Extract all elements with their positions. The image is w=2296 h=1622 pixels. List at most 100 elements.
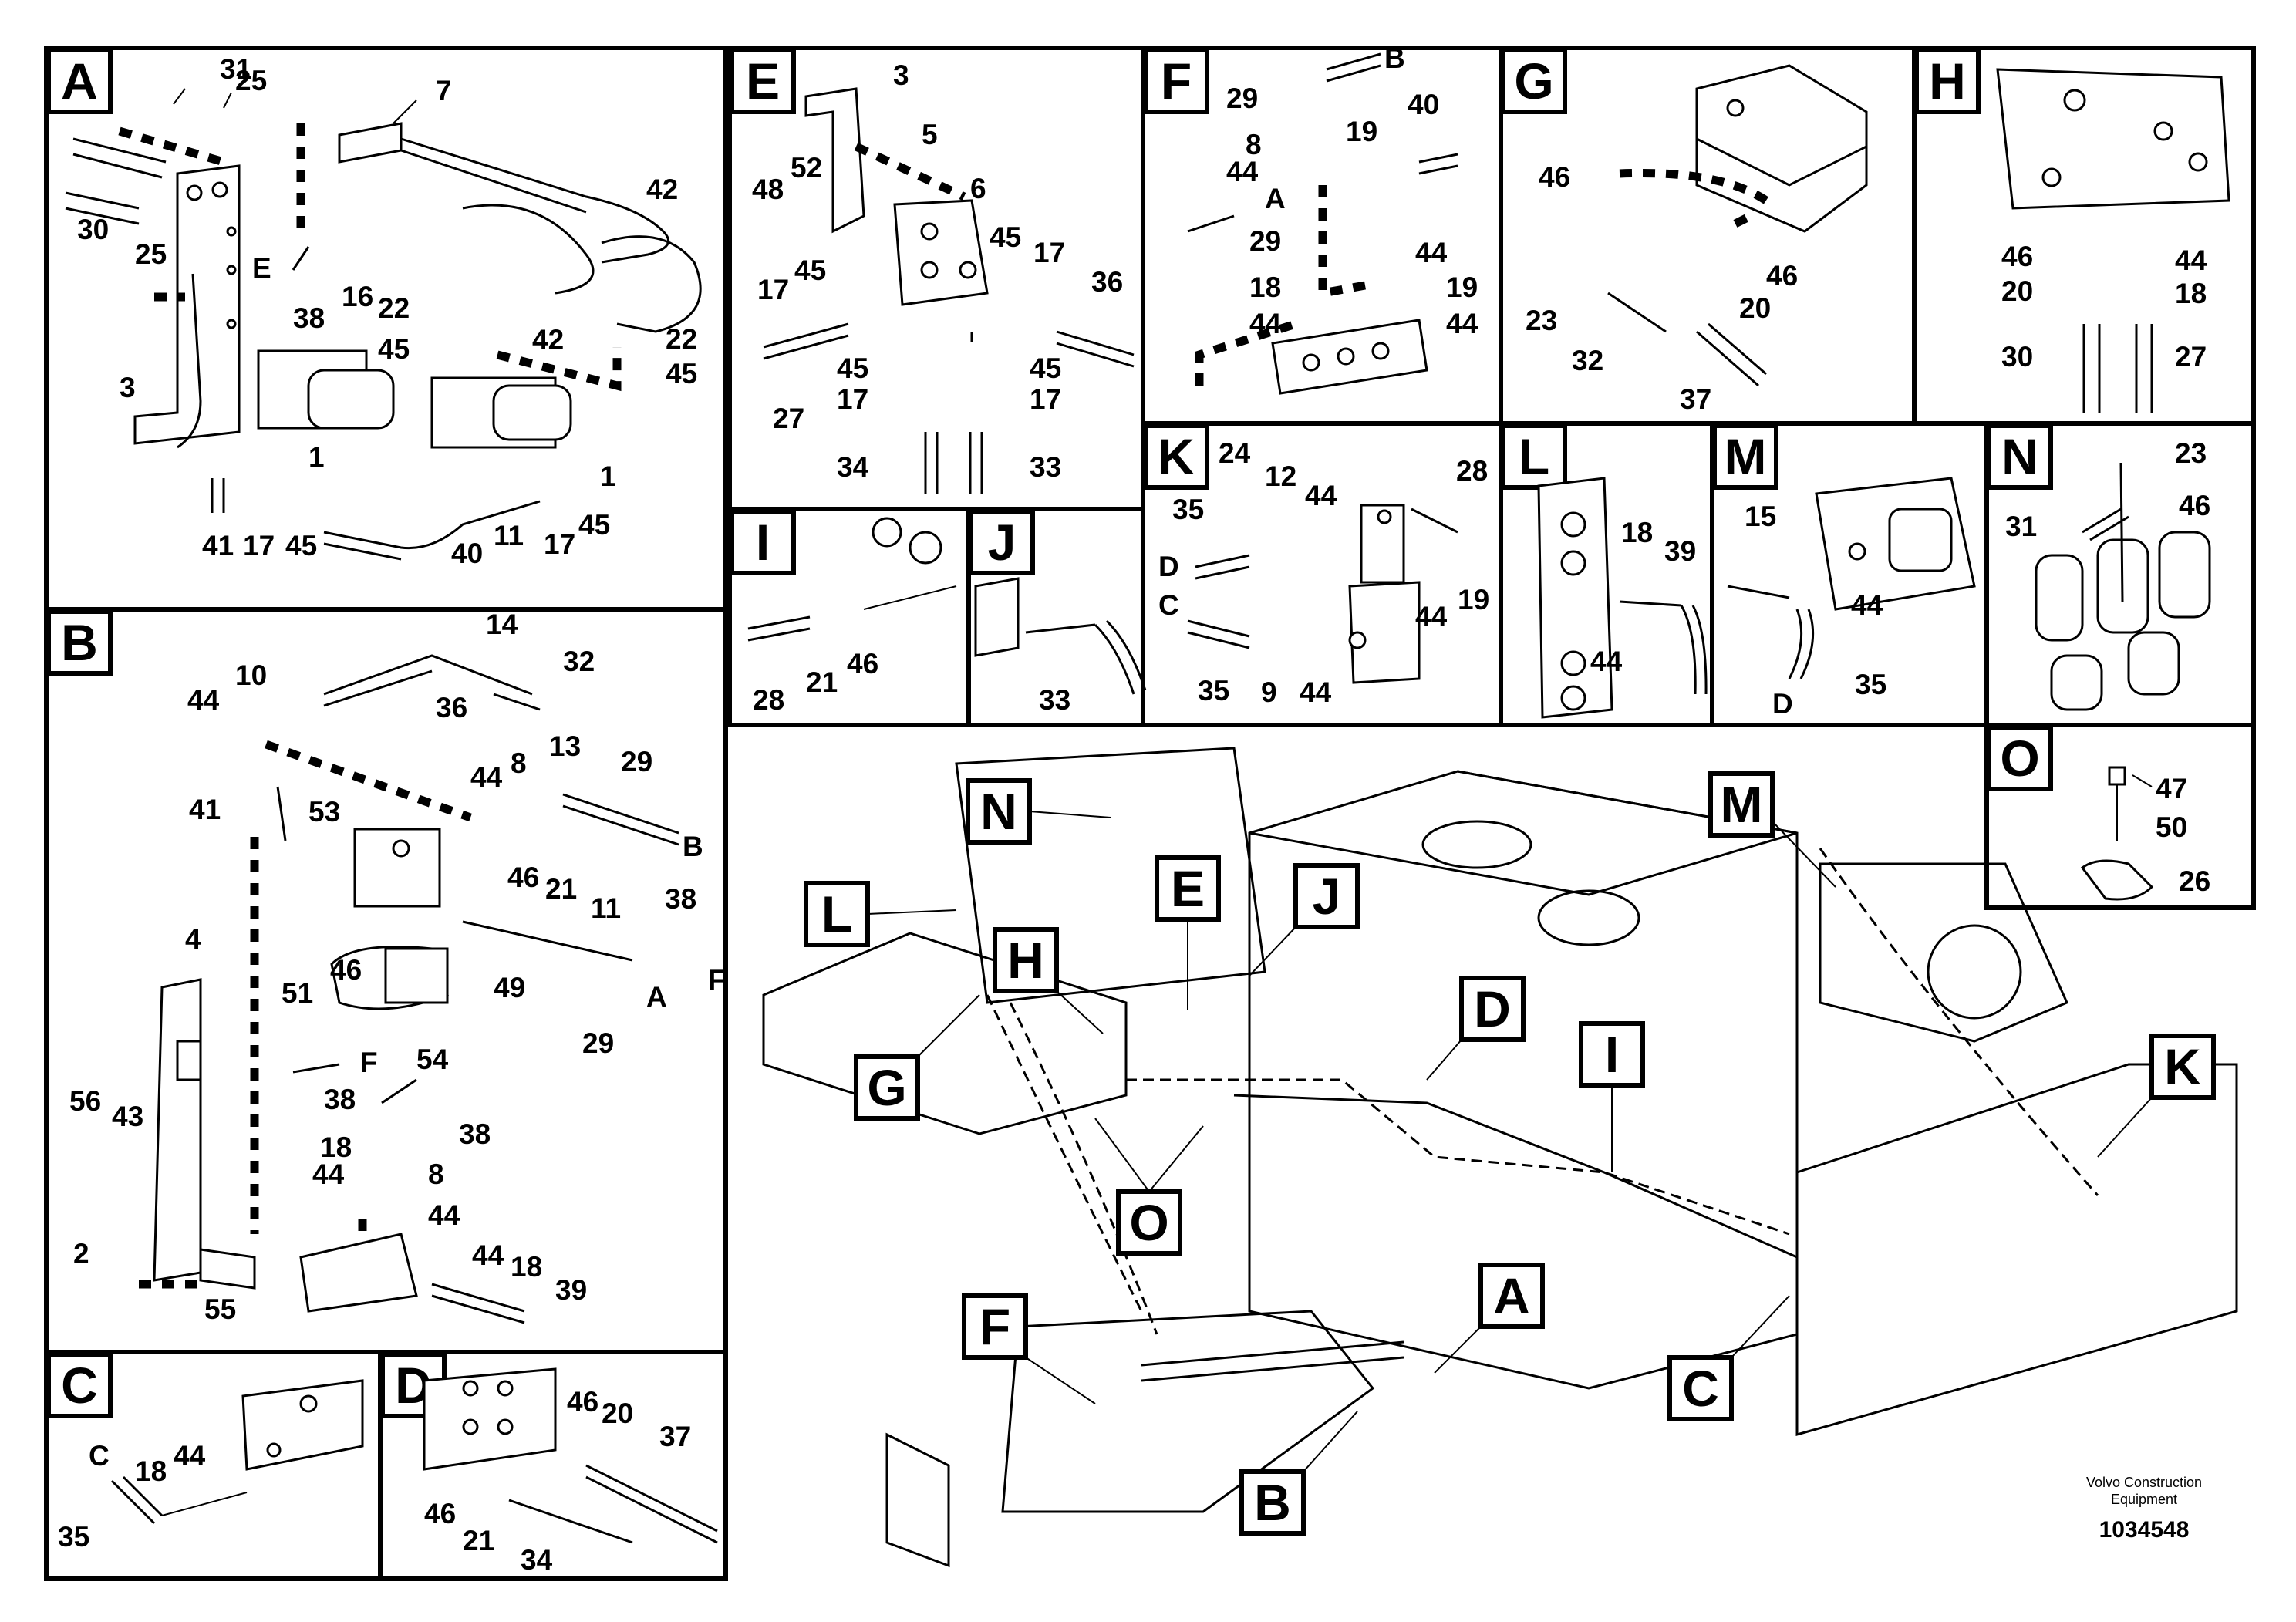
svg-text:K: K	[2164, 1038, 2201, 1095]
svg-text:O: O	[2000, 730, 2039, 787]
svg-text:22: 22	[666, 323, 697, 355]
panel-i-tag: I	[730, 509, 796, 575]
panel-k-labels: 24 28 35 12 44 D 19 44 C 35 9 44	[1158, 437, 1489, 708]
svg-text:19: 19	[1458, 584, 1489, 615]
svg-text:44: 44	[1590, 646, 1623, 677]
panel-o-tag: O	[1987, 725, 2053, 791]
svg-text:44: 44	[174, 1440, 206, 1472]
svg-text:29: 29	[1226, 83, 1258, 114]
svg-text:37: 37	[1680, 383, 1711, 415]
svg-text:20: 20	[1739, 292, 1771, 324]
svg-text:1: 1	[600, 460, 616, 492]
svg-text:21: 21	[806, 666, 838, 698]
svg-text:15: 15	[1745, 501, 1776, 532]
svg-text:34: 34	[521, 1544, 553, 1576]
panel-n-labels: 23 31 46	[2005, 437, 2210, 542]
panel-c-tag: C	[46, 1352, 113, 1418]
svg-text:12: 12	[1265, 460, 1296, 492]
svg-text:27: 27	[2175, 341, 2207, 373]
svg-text:51: 51	[282, 977, 313, 1009]
svg-text:45: 45	[990, 221, 1021, 253]
svg-text:47: 47	[2156, 773, 2187, 804]
svg-text:H: H	[1929, 52, 1966, 110]
svg-text:46: 46	[1766, 260, 1798, 292]
panel-i-labels: 28 21 46	[753, 648, 878, 716]
svg-text:30: 30	[2001, 341, 2033, 373]
svg-text:11: 11	[494, 520, 524, 551]
svg-text:21: 21	[463, 1525, 494, 1556]
callout-i: I	[1579, 1021, 1645, 1172]
svg-text:56: 56	[69, 1085, 101, 1117]
svg-text:A: A	[1493, 1267, 1530, 1324]
svg-text:45: 45	[666, 358, 697, 389]
svg-text:28: 28	[753, 684, 784, 716]
svg-text:45: 45	[1030, 352, 1061, 384]
panel-b-tag: B	[46, 609, 113, 676]
panel-f-tag: F	[1143, 48, 1209, 114]
svg-text:M: M	[1721, 776, 1763, 833]
drawing-number: 1034548	[2099, 1517, 2190, 1543]
svg-text:32: 32	[1572, 345, 1603, 376]
callout-k: K	[2097, 1034, 2216, 1158]
svg-text:44: 44	[312, 1158, 345, 1190]
publisher-name-line2: Equipment	[2111, 1492, 2177, 1507]
svg-text:J: J	[988, 514, 1017, 571]
svg-text:21: 21	[545, 873, 577, 905]
drawing-credit: Volvo Construction Equipment 1034548	[2086, 1475, 2202, 1543]
panel-d-labels: 46 20 37 46 21 34	[424, 1386, 691, 1576]
svg-text:J: J	[1313, 868, 1341, 925]
svg-text:35: 35	[1855, 669, 1886, 700]
svg-text:17: 17	[757, 274, 789, 305]
svg-text:44: 44	[1300, 676, 1332, 708]
panel-o-drawing	[2080, 766, 2154, 901]
callout-d: D	[1426, 976, 1526, 1081]
callout-c: C	[1667, 1295, 1790, 1421]
svg-text:N: N	[980, 783, 1017, 840]
panel-e-tag: E	[730, 48, 796, 114]
panel-k-drawing	[1187, 504, 1458, 684]
svg-text:40: 40	[451, 538, 483, 569]
svg-text:20: 20	[602, 1398, 633, 1429]
svg-text:25: 25	[135, 238, 167, 270]
svg-text:3: 3	[893, 59, 909, 91]
svg-text:39: 39	[1664, 535, 1696, 567]
svg-text:28: 28	[1456, 455, 1488, 487]
svg-text:29: 29	[1249, 225, 1281, 257]
callout-m: M	[1708, 771, 1836, 888]
panel-g-labels: 46 46 23 20 32 37	[1526, 161, 1798, 415]
svg-text:24: 24	[1219, 437, 1251, 469]
svg-text:A: A	[646, 981, 667, 1013]
panel-tags: A B C D E F G H	[46, 48, 2053, 1418]
panel-h-drawing	[1996, 68, 2230, 413]
callout-j: J	[1249, 863, 1360, 976]
svg-text:46: 46	[424, 1498, 456, 1529]
svg-text:52: 52	[791, 152, 822, 184]
callout-g: G	[854, 994, 980, 1121]
svg-text:F: F	[1161, 52, 1192, 110]
svg-text:44: 44	[1415, 237, 1448, 268]
svg-text:17: 17	[544, 528, 575, 560]
panel-h-labels: 46 44 20 18 30 27	[2001, 241, 2207, 373]
svg-text:35: 35	[58, 1521, 89, 1553]
panel-i-drawing	[747, 517, 957, 642]
svg-text:44: 44	[1446, 308, 1478, 339]
svg-text:44: 44	[470, 761, 503, 793]
svg-text:45: 45	[578, 509, 610, 541]
svg-text:37: 37	[659, 1421, 691, 1452]
svg-text:C: C	[1158, 589, 1179, 621]
panel-j-labels: 33	[1039, 684, 1070, 716]
svg-text:18: 18	[1249, 271, 1281, 303]
svg-text:13: 13	[549, 730, 581, 762]
panel-frames	[44, 46, 2256, 1581]
panel-e-drawing	[763, 87, 1135, 494]
callout-o: O	[1094, 1118, 1204, 1256]
svg-text:11: 11	[591, 892, 621, 924]
svg-text:E: E	[252, 252, 271, 284]
panel-b-drawing	[139, 654, 679, 1324]
svg-text:44: 44	[2175, 244, 2207, 276]
svg-text:55: 55	[204, 1293, 236, 1325]
svg-text:19: 19	[1346, 116, 1377, 147]
svg-text:44: 44	[1851, 589, 1883, 621]
svg-text:I: I	[756, 514, 770, 571]
